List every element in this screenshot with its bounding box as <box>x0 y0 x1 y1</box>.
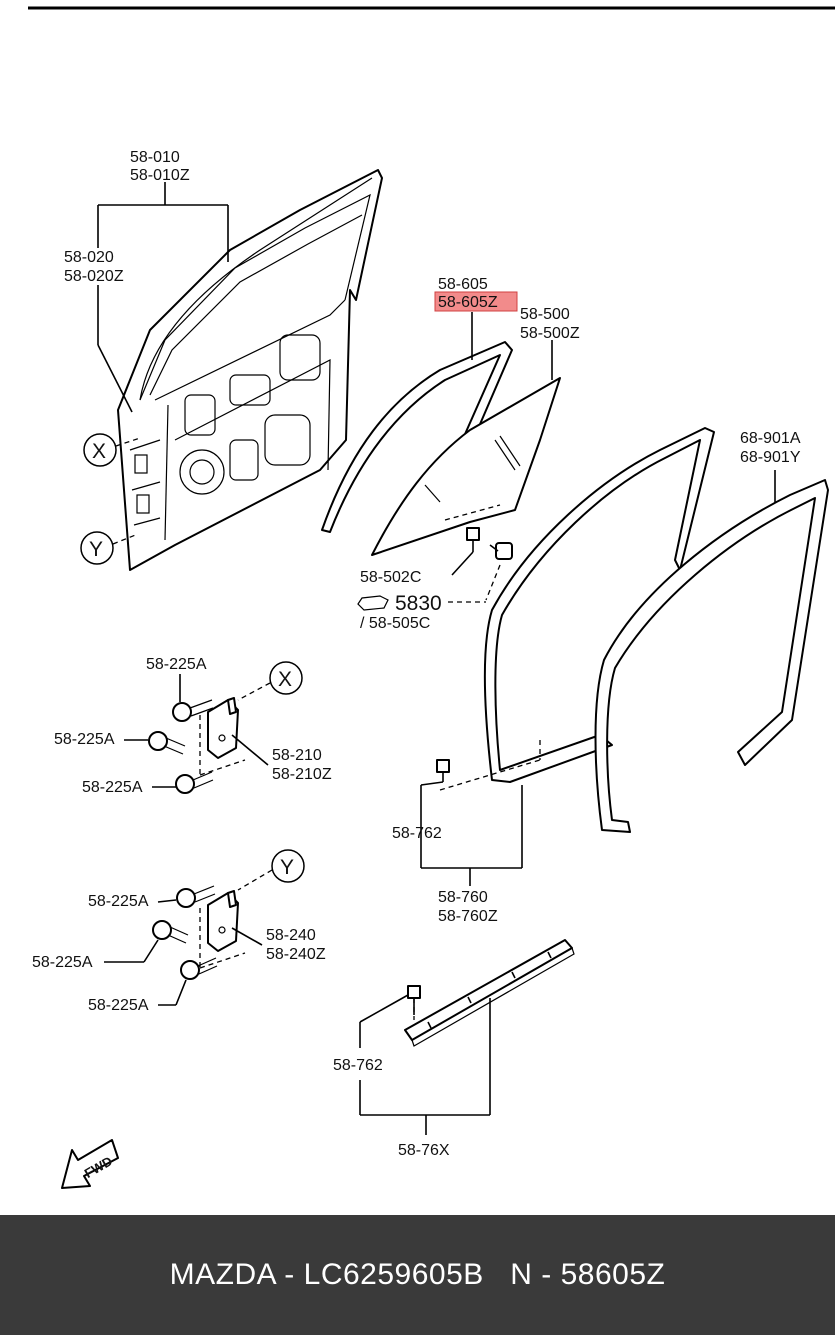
clip-58-762-upper <box>436 759 450 782</box>
label-58-210: 58-210 <box>272 747 322 764</box>
highlight-58-605z <box>434 291 518 312</box>
label-58-210z: 58-210Z <box>272 766 332 783</box>
bolt-225a-2 <box>148 731 186 755</box>
hinge-upper <box>199 697 246 776</box>
body-weatherstrip <box>594 479 829 833</box>
bolt-225a-3 <box>175 771 214 794</box>
label-58-505c: / 58-505C <box>360 615 430 632</box>
label-58-225a-2: 58-225A <box>54 731 115 748</box>
label-58-225a-6: 58-225A <box>88 997 149 1014</box>
label-5830: 5830 <box>395 592 442 615</box>
footer-part-number: MAZDA - LC6259605B N - 58605Z <box>169 1258 666 1291</box>
label-58-010: 58-010 <box>130 149 180 166</box>
label-58-760: 58-760 <box>438 889 488 906</box>
label-58-010z: 58-010Z <box>130 167 190 184</box>
footer-bar: MAZDA - LC6259605B N - 58605Z <box>0 1215 835 1335</box>
door-weatherstrip-58-760 <box>483 427 715 783</box>
label-58-240z: 58-240Z <box>266 946 326 963</box>
label-58-76x: 58-76X <box>398 1142 450 1159</box>
marker-y-door-label: Y <box>89 538 103 561</box>
bolt-225a-4 <box>176 885 216 908</box>
label-58-502c: 58-502C <box>360 569 421 586</box>
hand-symbol-icon <box>357 595 389 611</box>
label-58-020z: 58-020Z <box>64 268 124 285</box>
label-58-225a-4: 58-225A <box>88 893 149 910</box>
bolt-225a-1 <box>172 699 214 722</box>
label-58-225a-5: 58-225A <box>32 954 93 971</box>
marker-y-hinge <box>271 849 305 883</box>
label-58-762-lower: 58-762 <box>333 1057 383 1074</box>
glass-bolt <box>485 542 513 601</box>
label-58-760z: 58-760Z <box>438 908 498 925</box>
label-58-500: 58-500 <box>520 306 570 323</box>
fwd-arrow-icon: FWD <box>61 1139 119 1189</box>
hinge-lower <box>199 890 246 969</box>
label-58-225a-3: 58-225A <box>82 779 143 796</box>
glass-clip <box>451 527 480 576</box>
marker-x-door <box>83 433 117 467</box>
label-58-605z: 58-605Z <box>438 294 498 311</box>
door-weatherstrip <box>139 177 373 401</box>
marker-y-hinge-label: Y <box>280 856 294 879</box>
label-68-901y: 68-901Y <box>740 449 801 466</box>
marker-x-hinge <box>269 661 303 695</box>
bolt-225a-6 <box>180 957 218 980</box>
door-glass <box>371 377 561 556</box>
bolt-225a-5 <box>152 920 189 944</box>
clip-58-762-lower <box>407 985 421 1020</box>
label-58-762-upper: 58-762 <box>392 825 442 842</box>
parts-diagram: 58-010 58-010Z 58-020 58-020Z X Y 58-605… <box>28 6 835 1189</box>
leader-58-010 <box>97 182 229 413</box>
marker-x-hinge-label: X <box>278 668 292 691</box>
label-58-605: 58-605 <box>438 276 488 293</box>
door-panel <box>117 169 383 571</box>
marker-y-door <box>80 531 114 565</box>
sill-strip <box>404 939 575 1047</box>
label-58-225a-1: 58-225A <box>146 656 207 673</box>
label-68-901a: 68-901A <box>740 430 801 447</box>
label-58-240: 58-240 <box>266 927 316 944</box>
label-58-020: 58-020 <box>64 249 114 266</box>
marker-x-door-label: X <box>92 440 106 463</box>
label-58-500z: 58-500Z <box>520 325 580 342</box>
